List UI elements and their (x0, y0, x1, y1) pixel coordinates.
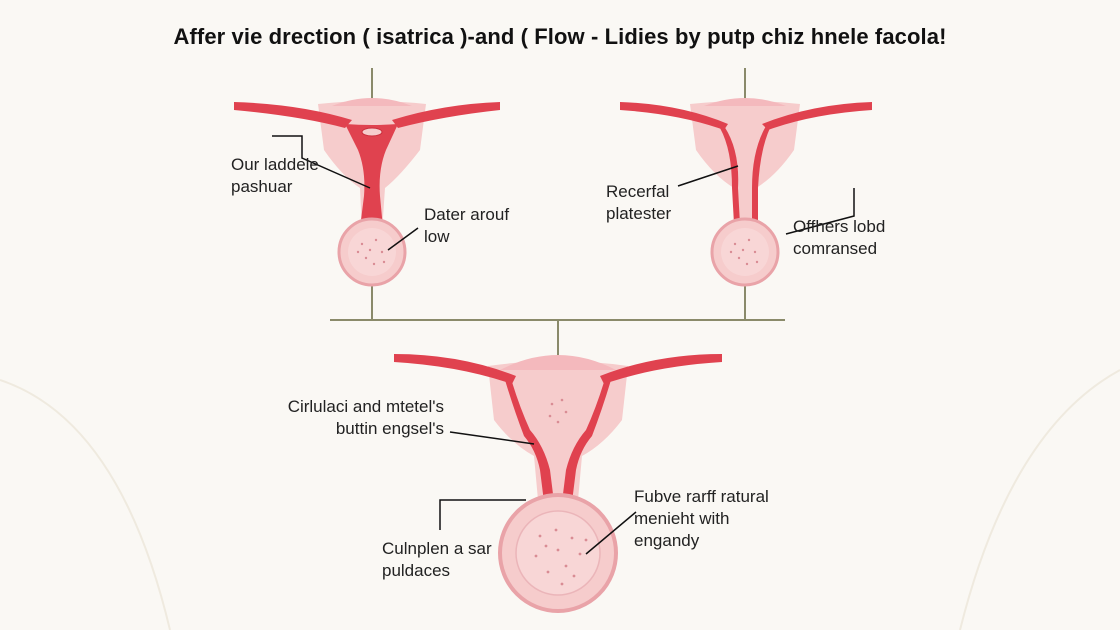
ovary-inner (721, 228, 769, 276)
cavity-marker (361, 127, 383, 137)
label-line: Offhers lobd (793, 217, 886, 236)
leader-line-cirlulaci (449, 431, 535, 445)
label-culnplen: Culnplen a sar puldaces (382, 538, 492, 582)
label-line: platester (606, 204, 672, 223)
cavity-wall-right (752, 126, 770, 224)
label-line: Our laddele (231, 155, 319, 174)
diagram-title: Affer vie drection ( isatrica )-and ( Fl… (173, 24, 947, 49)
label-cirlulaci: Cirlulaci and mtetel's buttin engsel's (260, 396, 444, 440)
label-line: buttin engsel's (335, 419, 444, 438)
fallopian-tube-left (394, 354, 516, 384)
ovary-inner (515, 510, 601, 596)
label-recerfal: Recerfal platester (606, 181, 671, 225)
leader-line-our-laddele (272, 135, 371, 189)
background-arc-left (0, 379, 171, 630)
label-line: Culnplen a sar (382, 539, 492, 558)
label-line: engandy (634, 531, 700, 550)
uterus-fundus (704, 98, 786, 106)
uterus-body (488, 361, 628, 500)
uterus-fundus (500, 355, 616, 370)
label-line: Fubve rarff ratural (634, 487, 769, 506)
uterus-diagram-bottom (394, 354, 722, 613)
uterus-fundus (332, 98, 412, 106)
ovary-inner (348, 228, 396, 276)
fallopian-tube-right (600, 354, 722, 384)
cavity-wall-left (720, 126, 740, 224)
uterus-dots (548, 398, 568, 424)
label-line: menieht with (634, 509, 730, 528)
cavity-wall-left (505, 380, 554, 502)
label-line: pashuar (231, 177, 293, 196)
uterus-diagram-top-right (620, 98, 872, 287)
fallopian-tube-right (762, 102, 872, 130)
uterine-cavity (345, 124, 398, 228)
ovary-dots (729, 238, 759, 266)
label-our-laddele: Our laddele pashuar (231, 154, 319, 198)
leader-line-dater-arouf (387, 227, 419, 251)
background-arc-right (959, 369, 1120, 630)
label-line: Dater arouf (424, 205, 510, 224)
label-line: comransed (793, 239, 878, 258)
fallopian-tube-left (234, 102, 352, 128)
fallopian-tube-right (392, 102, 500, 128)
cavity-wall-right (562, 380, 611, 502)
leader-line-offhers (785, 188, 855, 235)
label-fubve-rarff: Fubve rarff ratural menieht with engandy (634, 486, 769, 552)
label-line: Cirlulaci and mtetel's (287, 397, 444, 416)
ovary-dots (356, 238, 386, 266)
ovary-dots (534, 528, 588, 586)
leader-line-fubve (585, 511, 637, 555)
label-dater-arouf: Dater arouf low (424, 204, 509, 248)
fallopian-tube-left (620, 102, 728, 130)
label-offhers-lobd: Offhers lobd comransed (793, 216, 885, 260)
label-line: low (424, 227, 450, 246)
leader-line-culnplen (439, 499, 526, 530)
uterus-diagram-top-left (234, 98, 500, 287)
uterus-body (690, 101, 800, 222)
label-line: puldaces (382, 561, 451, 580)
label-line: Recerfal (606, 182, 670, 201)
leader-lines (272, 135, 855, 555)
leader-line-recerfal (677, 165, 739, 187)
